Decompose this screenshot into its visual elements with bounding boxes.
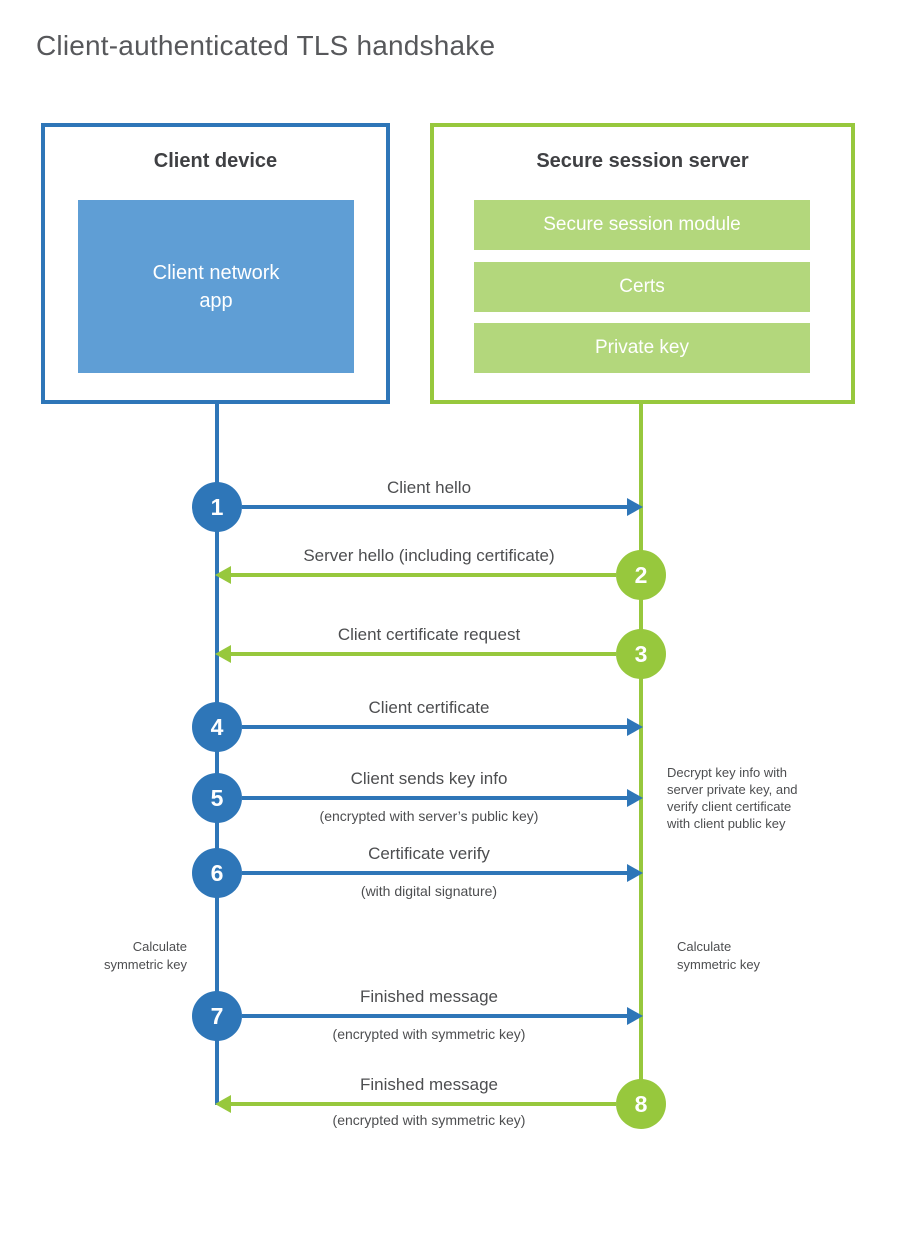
arrow-line-step-4 — [242, 725, 627, 729]
arrow-line-step-3 — [231, 652, 616, 656]
arrowhead-left-icon — [215, 1095, 231, 1113]
message-label-1: Client hello — [386, 478, 472, 497]
client-lifeline — [215, 404, 219, 1105]
step-badge-3: 3 — [616, 629, 666, 679]
server-module-private-key: Private key — [474, 323, 810, 373]
note-decrypt-line4: with client public key — [667, 816, 786, 831]
message-sublabel-7: (encrypted with symmetric key) — [332, 1026, 526, 1042]
arrow-line-step-8 — [231, 1102, 616, 1106]
arrowhead-right-icon — [627, 1007, 643, 1025]
note-calc-symmetric-key-left: Calculate symmetric key — [36, 938, 187, 974]
secure-session-server-title: Secure session server — [536, 150, 749, 172]
message-sublabel-6: (with digital signature) — [360, 883, 498, 899]
note-calc-left-line1: Calculate — [132, 939, 187, 954]
arrowhead-right-icon — [627, 498, 643, 516]
arrowhead-right-icon — [627, 864, 643, 882]
note-decrypt-key-info: Decrypt key info with server private key… — [667, 764, 847, 832]
note-calc-symmetric-key-right: Calculate symmetric key — [677, 938, 828, 974]
client-app-label-line1: Client network — [152, 261, 280, 284]
arrow-line-step-7 — [242, 1014, 627, 1018]
server-module-secure-session: Secure session module — [474, 200, 810, 250]
arrow-line-step-1 — [242, 505, 627, 509]
message-label-4: Client certificate — [368, 698, 490, 717]
step-badge-7: 7 — [192, 991, 242, 1041]
note-decrypt-line1: Decrypt key info with — [667, 765, 787, 780]
note-calc-right-line2: symmetric key — [677, 957, 761, 972]
client-app-label-line2: app — [199, 289, 233, 312]
step-badge-5: 5 — [192, 773, 242, 823]
arrowhead-right-icon — [627, 718, 643, 736]
message-label-7: Finished message — [360, 987, 498, 1006]
arrowhead-right-icon — [627, 789, 643, 807]
note-calc-right-line1: Calculate — [677, 939, 732, 954]
arrow-line-step-2 — [231, 573, 616, 577]
note-decrypt-line2: server private key, and — [667, 782, 798, 797]
arrow-line-step-6 — [242, 871, 627, 875]
step-badge-4: 4 — [192, 702, 242, 752]
arrowhead-left-icon — [215, 645, 231, 663]
message-label-5: Client sends key info — [350, 769, 508, 788]
message-sublabel-8: (encrypted with symmetric key) — [332, 1112, 526, 1128]
message-label-2: Server hello (including certificate) — [303, 546, 555, 565]
client-network-app-box: Client network app — [78, 200, 354, 373]
message-label-3: Client certificate request — [337, 625, 521, 644]
message-label-8: Finished message — [360, 1075, 498, 1094]
server-module-certs: Certs — [474, 262, 810, 312]
note-decrypt-line3: verify client certificate — [667, 799, 792, 814]
client-device-title: Client device — [153, 150, 278, 172]
note-calc-left-line2: symmetric key — [103, 957, 187, 972]
step-badge-1: 1 — [192, 482, 242, 532]
page-title: Client-authenticated TLS handshake — [36, 30, 496, 61]
message-sublabel-5: (encrypted with server’s public key) — [319, 808, 539, 824]
message-label-6: Certificate verify — [368, 844, 490, 863]
server-lifeline — [639, 404, 643, 1104]
arrow-line-step-5 — [242, 796, 627, 800]
step-badge-2: 2 — [616, 550, 666, 600]
step-badge-8: 8 — [616, 1079, 666, 1129]
arrowhead-left-icon — [215, 566, 231, 584]
step-badge-6: 6 — [192, 848, 242, 898]
